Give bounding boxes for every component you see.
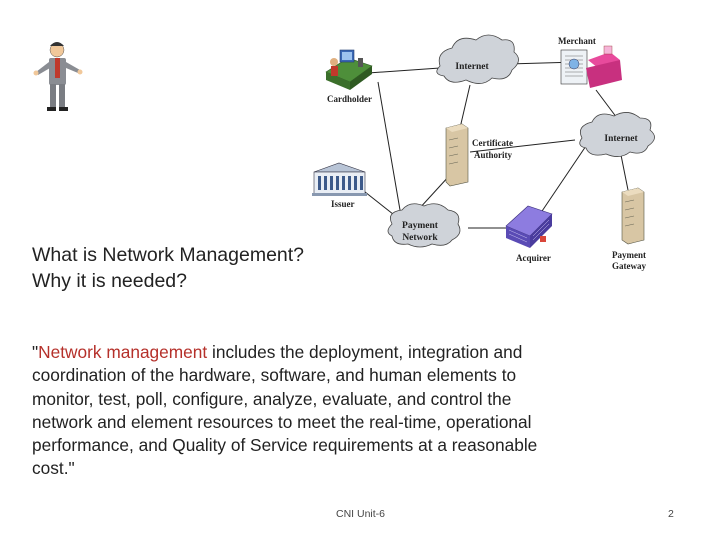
label-merchant: Merchant <box>558 36 596 46</box>
footer-page-number: 2 <box>668 508 674 520</box>
label-acquirer: Acquirer <box>516 253 551 263</box>
label-issuer: Issuer <box>331 199 355 209</box>
issuer-bank-icon <box>312 162 367 196</box>
line-cardholder-paynet <box>377 81 401 211</box>
connection-lines <box>359 61 629 229</box>
presenter-icon <box>33 42 83 111</box>
internet-cloud-top <box>436 34 519 84</box>
label-cardholder: Cardholder <box>327 94 372 104</box>
acquirer-building-icon <box>505 205 553 248</box>
line-internet-acquirer <box>535 139 591 221</box>
definition-open-quote: " <box>32 342 39 362</box>
line-cardholder-internet <box>367 67 441 74</box>
cardholder-workstation-icon <box>325 49 373 90</box>
line-internet-gateway <box>619 149 629 191</box>
definition-paragraph: "Network management includes the deploym… <box>32 341 572 481</box>
label-gateway-line2: Gateway <box>612 261 646 271</box>
label-gateway-line1: Payment <box>612 250 646 260</box>
label-internet-right: Internet <box>604 134 638 144</box>
heading-line-1: What is Network Management? <box>32 244 305 266</box>
definition-rest: includes the deployment, integration and… <box>32 342 538 479</box>
payment-network-cloud <box>387 203 461 248</box>
internet-cloud-right <box>579 112 655 157</box>
label-internet-top: Internet <box>455 62 489 72</box>
label-payment-network-line2: Network <box>402 233 438 243</box>
line-internet-ca2 <box>469 139 576 153</box>
certificate-server-icon <box>445 123 469 187</box>
slide-heading: What is Network Management? Why it is ne… <box>32 242 304 294</box>
merchant-register-icon <box>560 45 622 88</box>
label-payment-network-line1: Payment <box>402 221 439 231</box>
line-internet-ca <box>459 84 471 129</box>
gateway-server-icon <box>621 187 645 245</box>
line-ca-paynet <box>417 174 451 211</box>
label-ca-line1: Certificate <box>472 138 513 148</box>
heading-line-2: Why it is needed? <box>32 270 188 292</box>
footer-course-label: CNI Unit-6 <box>336 508 386 520</box>
label-ca-line2: Authority <box>474 150 512 160</box>
payment-network-diagram: Cardholder Internet Merchant Certificate… <box>33 34 655 271</box>
definition-highlight: Network management <box>38 342 208 362</box>
